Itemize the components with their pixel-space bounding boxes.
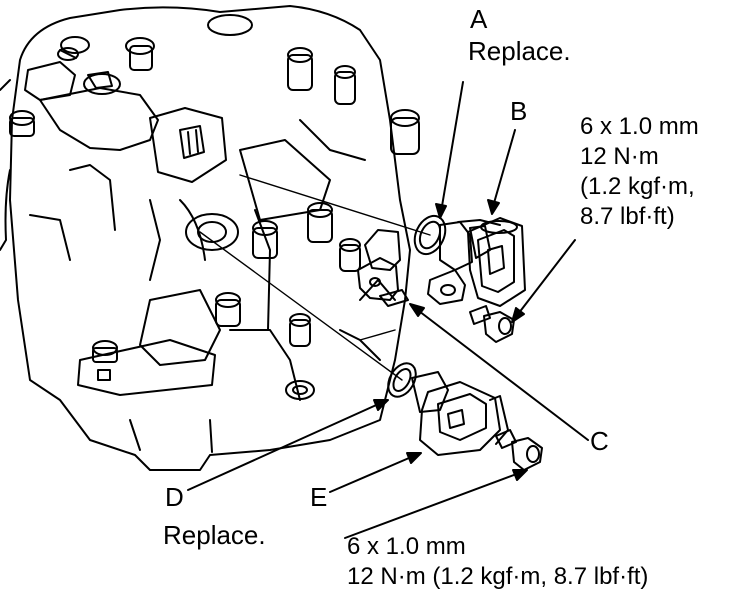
torque-upper-line4: 8.7 lbf·ft) xyxy=(580,203,675,230)
callout-a-note: Replace. xyxy=(468,36,571,66)
torque-lower-line2: 12 N·m (1.2 kgf·m, 8.7 lbf·ft) xyxy=(347,563,649,590)
callout-d-note: Replace. xyxy=(163,520,266,550)
torque-upper-line1: 6 x 1.0 mm xyxy=(580,113,699,140)
callout-a-letter: A xyxy=(470,4,488,34)
upper-sensor-assembly xyxy=(357,214,526,343)
callout-b-letter: B xyxy=(510,96,528,126)
lower-sensor-assembly xyxy=(387,362,543,471)
transmission-housing xyxy=(0,5,420,471)
callout-d-letter: D xyxy=(165,482,184,512)
alignment-lines xyxy=(199,174,431,381)
torque-upper-line2: 12 N·m xyxy=(580,143,659,170)
callout-e-letter: E xyxy=(310,482,328,512)
torque-upper-line3: (1.2 kgf·m, xyxy=(580,173,695,200)
leader-lines xyxy=(187,81,589,539)
callout-c-letter: C xyxy=(590,426,609,456)
torque-lower-line1: 6 x 1.0 mm xyxy=(347,533,466,560)
